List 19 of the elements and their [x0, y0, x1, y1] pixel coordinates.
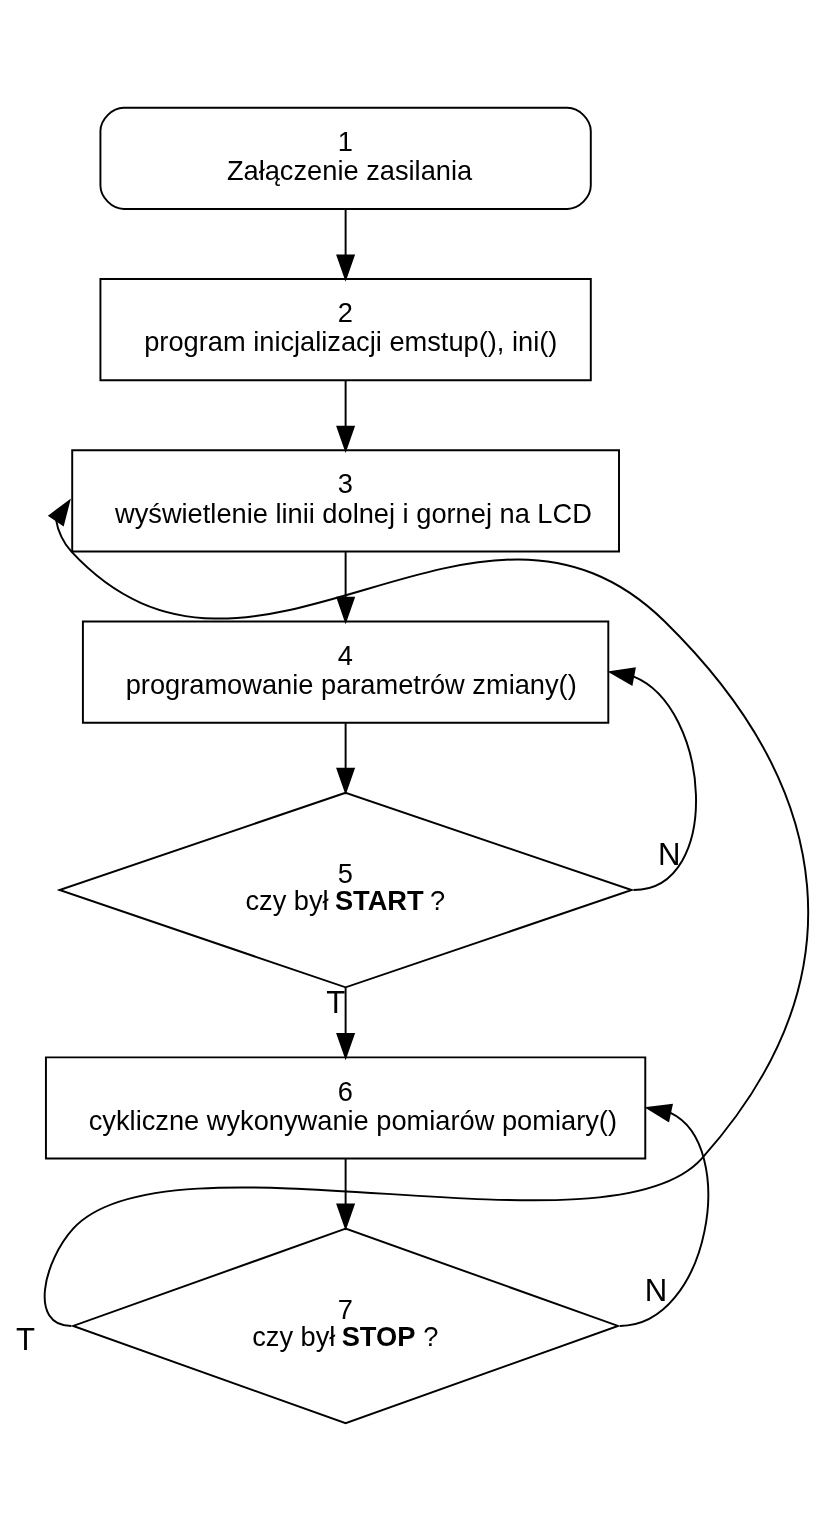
node-box: 6 cykliczne wykonywanie pomiarów pomiary() [44, 1056, 647, 1160]
edge-label: N [644, 1273, 668, 1309]
arrow [336, 1158, 356, 1231]
node-box: 1 Załączenie zasilania [99, 106, 592, 210]
node-box: 4 programowanie parametrów zmiany() [81, 620, 610, 724]
edge-label: N [657, 836, 681, 872]
arrow [336, 208, 356, 282]
edge-label: T [15, 1322, 35, 1358]
node-box: 2 program inicjalizacji emstup(), ini() [99, 278, 592, 382]
arrow [336, 379, 356, 453]
arrow [336, 986, 356, 1061]
node-diamond: 7 czy był STOP ? [70, 1227, 621, 1425]
node-diamond: 5 czy był START ? [56, 791, 635, 989]
arrow [607, 667, 697, 891]
arrow [43, 498, 809, 1327]
arrow [336, 551, 356, 625]
arrow [336, 722, 356, 795]
node-box: 3 wyświetlenie linii dolnej i gornej na LCD [71, 449, 620, 553]
arrow [619, 1103, 709, 1327]
